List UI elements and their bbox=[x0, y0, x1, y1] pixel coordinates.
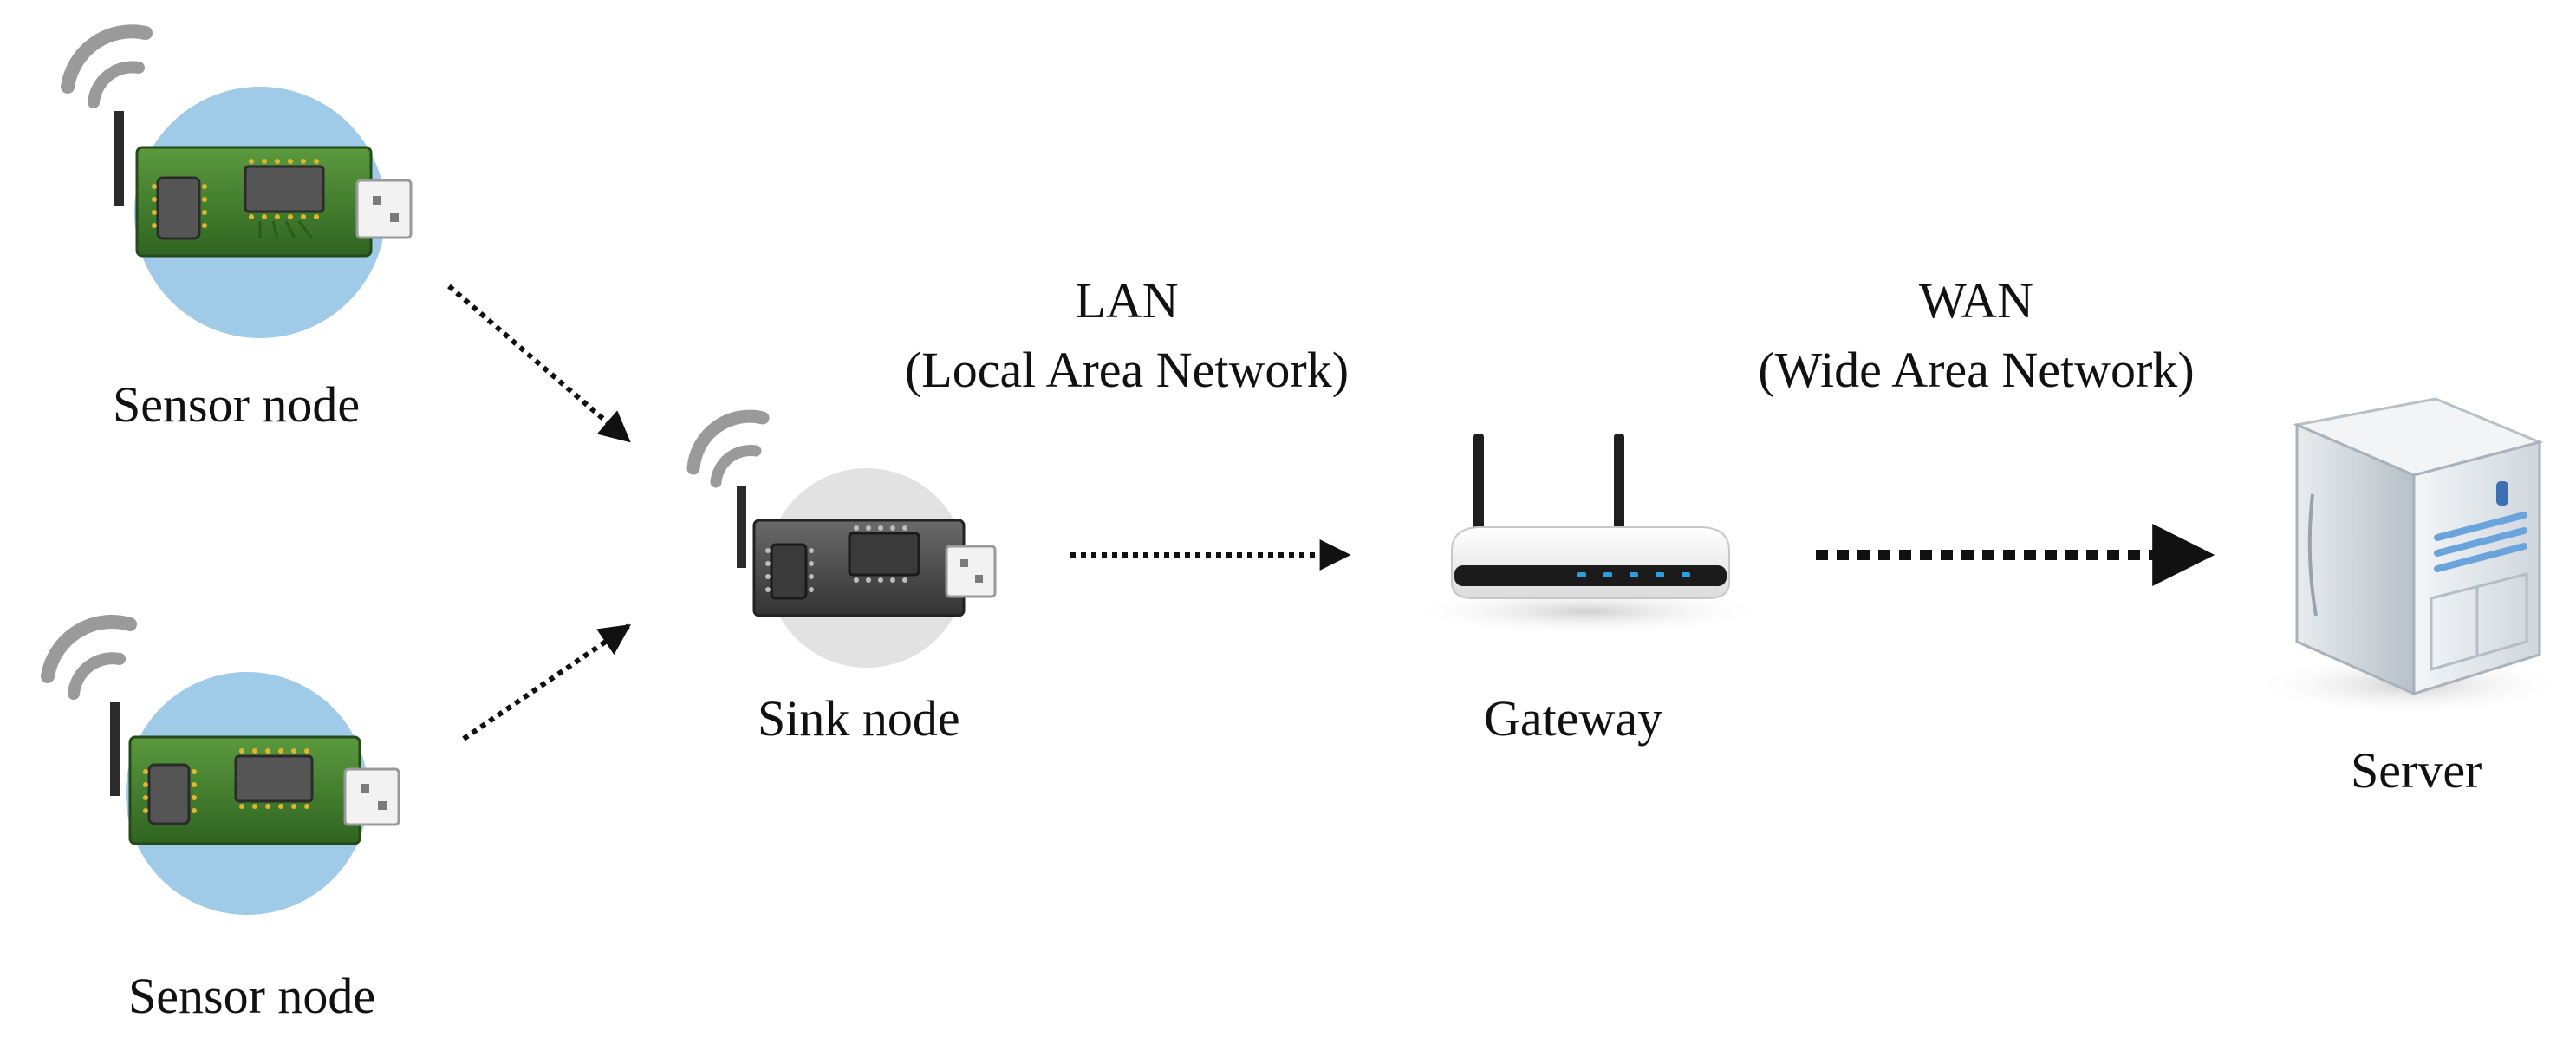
arrows bbox=[447, 284, 2215, 741]
wan-title: WAN bbox=[1918, 272, 2034, 329]
wireless-router-icon bbox=[1404, 434, 1768, 636]
sensor-node-bottom bbox=[41, 615, 400, 915]
sensor-node-bottom-label: Sensor node bbox=[128, 968, 376, 1024]
sink-node bbox=[686, 409, 997, 668]
lan-title: LAN bbox=[1075, 272, 1179, 329]
gateway bbox=[1404, 434, 1768, 636]
sensor-node-top bbox=[61, 24, 413, 338]
wireless-signal-icon bbox=[41, 615, 137, 700]
lan-subtitle: (Local Area Network) bbox=[904, 342, 1350, 398]
sensor-board-icon bbox=[41, 615, 400, 915]
server bbox=[2254, 397, 2566, 715]
gateway-label: Gateway bbox=[1484, 690, 1663, 747]
arrow-sensor-bottom-to-sink bbox=[462, 623, 631, 741]
arrow-sensor-top-to-sink bbox=[447, 284, 631, 443]
sink-node-label: Sink node bbox=[758, 690, 960, 747]
server-label: Server bbox=[2351, 742, 2482, 799]
server-tower-icon bbox=[2254, 397, 2566, 715]
wireless-signal-icon bbox=[686, 409, 770, 488]
sink-board-icon bbox=[686, 409, 997, 668]
wan-subtitle: (Wide Area Network) bbox=[1758, 342, 2195, 398]
sensor-node-top-label: Sensor node bbox=[113, 376, 361, 433]
wireless-signal-icon bbox=[61, 24, 153, 108]
sensor-board-icon bbox=[61, 24, 413, 338]
